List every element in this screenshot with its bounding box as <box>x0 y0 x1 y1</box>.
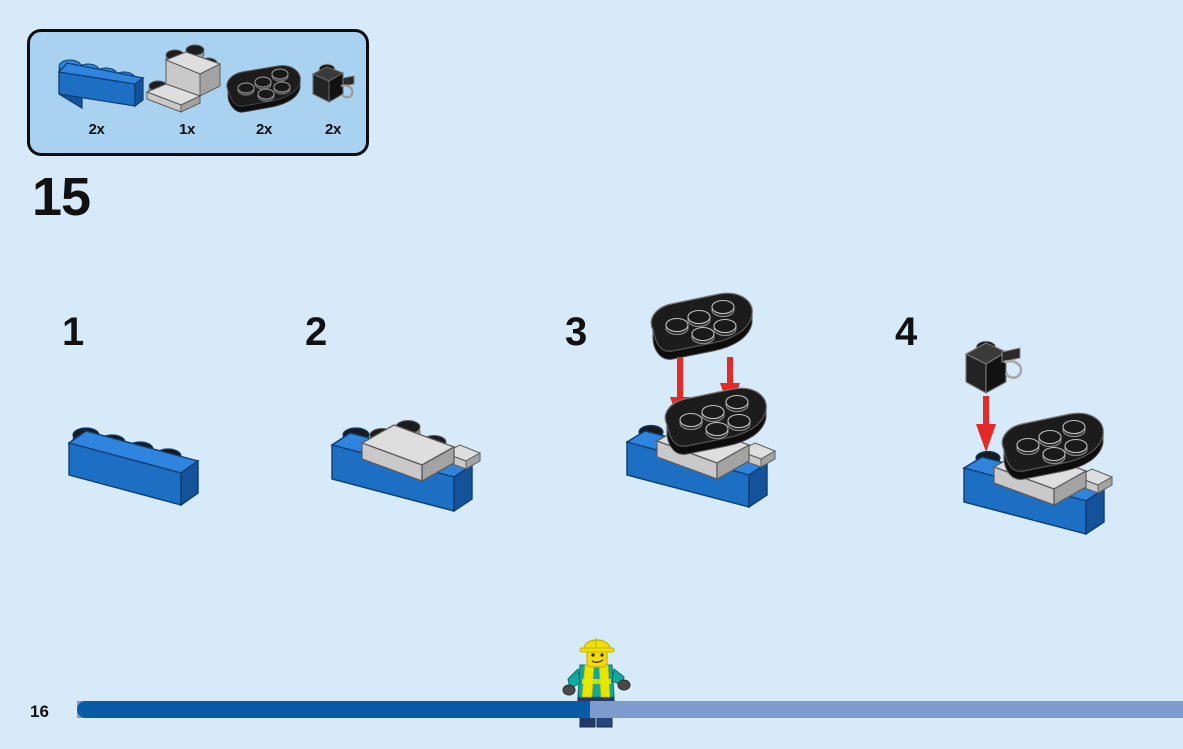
substep-4-number: 4 <box>895 310 918 354</box>
part-slot-blue-brick-1x4: 2x <box>44 50 149 137</box>
page-number: 16 <box>30 702 49 721</box>
part-qty-label: 2x <box>88 121 105 138</box>
part-slot-black-brick-clip: 2x <box>302 56 364 137</box>
substep-2-number: 2 <box>305 310 328 354</box>
black-brick-1x1-clip-icon <box>302 56 364 122</box>
grey-bracket-plate-icon <box>142 42 232 122</box>
part-slot-black-rounded-plate: 2x <box>216 62 312 137</box>
floating-black-plate <box>650 292 753 360</box>
attached-black-plate <box>664 387 767 455</box>
substep-2-artwork <box>320 403 495 533</box>
progress-bar-fill <box>77 701 590 718</box>
step-number: 15 <box>32 167 91 227</box>
substep-3-artwork <box>615 285 815 530</box>
substep-3-number: 3 <box>565 310 588 354</box>
floating-black-clip-brick <box>964 340 1023 394</box>
part-slot-grey-bracket-plate: 1x <box>142 42 232 137</box>
substep-1-number: 1 <box>62 310 85 354</box>
assembly-arrow <box>976 396 996 452</box>
part-qty-label: 2x <box>255 121 273 138</box>
blue-brick-1x4-icon <box>44 50 149 122</box>
part-qty-label: 1x <box>178 121 196 138</box>
parts-callout-box: 2x <box>27 29 369 156</box>
attached-black-plate <box>1001 412 1104 480</box>
substep-1-artwork <box>55 413 225 533</box>
substep-4-artwork <box>940 330 1140 550</box>
part-qty-label: 2x <box>324 121 342 138</box>
progress-bar-track <box>77 701 1183 718</box>
black-rounded-plate-2x3-icon <box>216 62 312 122</box>
